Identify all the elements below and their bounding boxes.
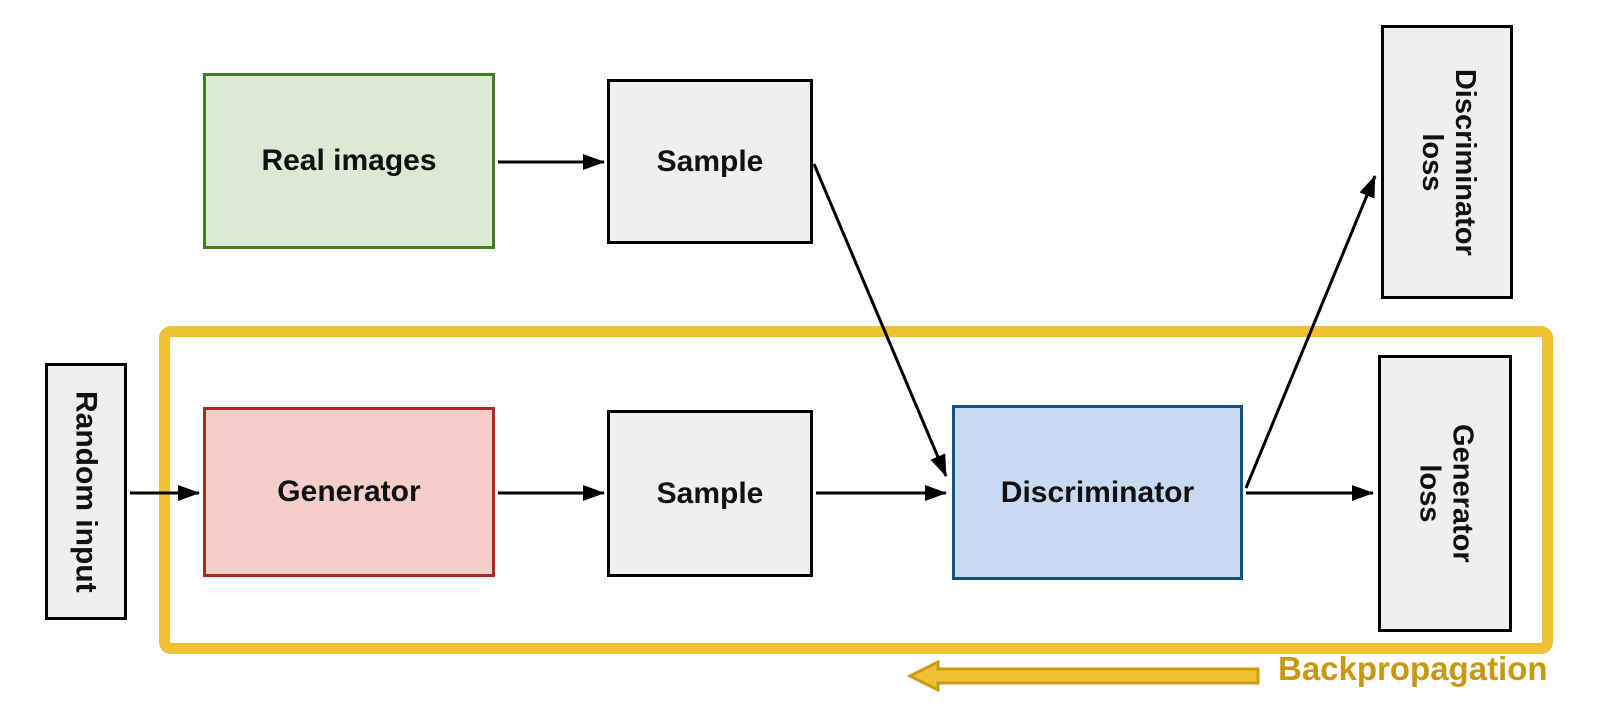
node-random-input: Random input [45,363,127,620]
node-generator: Generator [203,407,495,577]
node-sample-top: Sample [607,79,813,244]
backpropagation-label: Backpropagation [1278,650,1548,687]
arrow-discriminator-to-discriminator-loss [1244,175,1377,489]
arrow-sample-top-to-discriminator [812,163,948,477]
generator-label: Generator [277,475,421,508]
node-real-images: Real images [203,73,495,249]
sample-bottom-label: Sample [656,476,764,510]
node-sample-bottom: Sample [607,410,813,577]
real-images-label: Real images [261,144,437,177]
discriminator-label: Discriminator [1000,475,1195,509]
random-input-label: Random input [69,390,103,593]
sample-top-label: Sample [656,144,764,178]
node-discriminator: Discriminator [952,405,1243,580]
backpropagation-arrow-icon [906,659,1260,693]
backpropagation-loop-outline [159,326,1553,654]
